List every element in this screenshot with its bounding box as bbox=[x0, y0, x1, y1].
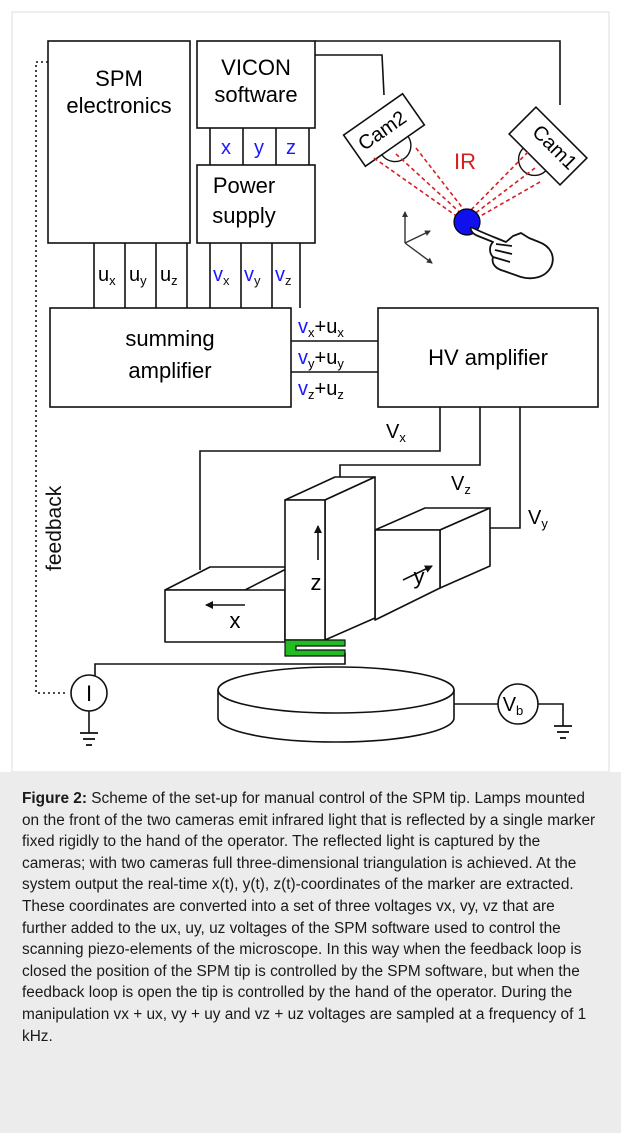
axes-triad-icon bbox=[402, 211, 433, 264]
ir-rays bbox=[373, 147, 541, 223]
power-output-vy: vy bbox=[244, 264, 261, 288]
summing-amplifier-box bbox=[49, 307, 292, 408]
ir-label: IR bbox=[454, 149, 476, 174]
vicon-x-output: x bbox=[221, 137, 231, 159]
hv-amplifier-title: HV amplifier bbox=[428, 345, 548, 370]
caption-text: Scheme of the set-up for manual control … bbox=[22, 790, 596, 1045]
power-supply-title-line2: supply bbox=[212, 203, 276, 228]
bias-voltage-label: Vb bbox=[503, 694, 524, 718]
power-supply-box bbox=[196, 164, 316, 244]
hv-output-vx: Vx bbox=[386, 421, 406, 445]
hv-output-vy: Vy bbox=[528, 507, 548, 531]
spm-output-connector bbox=[93, 243, 188, 308]
ground-icon-left bbox=[80, 732, 98, 746]
bias-ground-wire bbox=[538, 703, 564, 726]
piezo-x-front bbox=[164, 589, 286, 643]
vicon-cam1-wire bbox=[315, 40, 561, 105]
vy-wire bbox=[488, 407, 521, 529]
vicon-z-output: z bbox=[286, 137, 296, 159]
piezo-y-front bbox=[374, 529, 441, 621]
spm-electronics-title-line2: electronics bbox=[66, 93, 171, 118]
vicon-software-box bbox=[196, 40, 316, 129]
camera-1 bbox=[507, 105, 589, 187]
hv-output-vz: Vz bbox=[451, 473, 471, 497]
sum-z-label: vz+uz bbox=[298, 378, 344, 402]
hv-amplifier-box bbox=[377, 307, 599, 408]
piezo-scanner bbox=[164, 476, 491, 643]
summing-amplifier-title-line1: summing bbox=[125, 326, 214, 351]
figure-caption: Figure 2: Scheme of the set-up for manua… bbox=[0, 772, 621, 1133]
spm-electronics-title-line1: SPM bbox=[95, 66, 143, 91]
sum-x-label: vx+ux bbox=[298, 316, 344, 340]
sample-disc bbox=[217, 666, 455, 743]
sum-connector bbox=[291, 340, 378, 373]
spm-output-uz: uz bbox=[160, 264, 178, 288]
power-output-vx: vx bbox=[213, 264, 230, 288]
power-supply-title-line1: Power bbox=[213, 173, 275, 198]
power-output-connector bbox=[209, 243, 301, 308]
summing-amplifier-title-line2: amplifier bbox=[128, 358, 211, 383]
camera-2 bbox=[342, 92, 426, 168]
power-output-vz: vz bbox=[275, 264, 292, 288]
tip-current-wire bbox=[94, 653, 346, 678]
piezo-y-arrow-icon bbox=[402, 565, 433, 581]
vicon-cam2-wire bbox=[315, 54, 385, 96]
vicon-y-output: y bbox=[254, 137, 264, 159]
spm-output-uy: uy bbox=[129, 264, 147, 288]
spm-output-ux: ux bbox=[98, 264, 116, 288]
sum-y-label: vy+uy bbox=[298, 347, 344, 371]
xyz-connector bbox=[209, 128, 310, 165]
vicon-title-line2: software bbox=[214, 82, 297, 107]
vicon-title-line1: VICON bbox=[221, 55, 291, 80]
piezo-y-label: y bbox=[414, 564, 425, 589]
piezo-z-side bbox=[324, 476, 376, 641]
feedback-loop-line bbox=[35, 61, 68, 694]
caption-label: Figure 2: bbox=[22, 790, 87, 807]
piezo-x-top bbox=[164, 566, 291, 591]
piezo-x-label: x bbox=[230, 608, 241, 633]
vx-wire bbox=[199, 407, 441, 570]
pointing-hand-icon bbox=[469, 226, 554, 280]
current-meter-label: I bbox=[86, 681, 92, 706]
setup-diagram: feedback SPM electronics VICON software … bbox=[11, 11, 610, 773]
ground-icon-right bbox=[554, 725, 572, 739]
feedback-label: feedback bbox=[43, 485, 66, 571]
spm-electronics-box bbox=[47, 40, 191, 244]
piezo-z-label: z bbox=[311, 570, 322, 595]
spm-tip bbox=[284, 639, 346, 657]
